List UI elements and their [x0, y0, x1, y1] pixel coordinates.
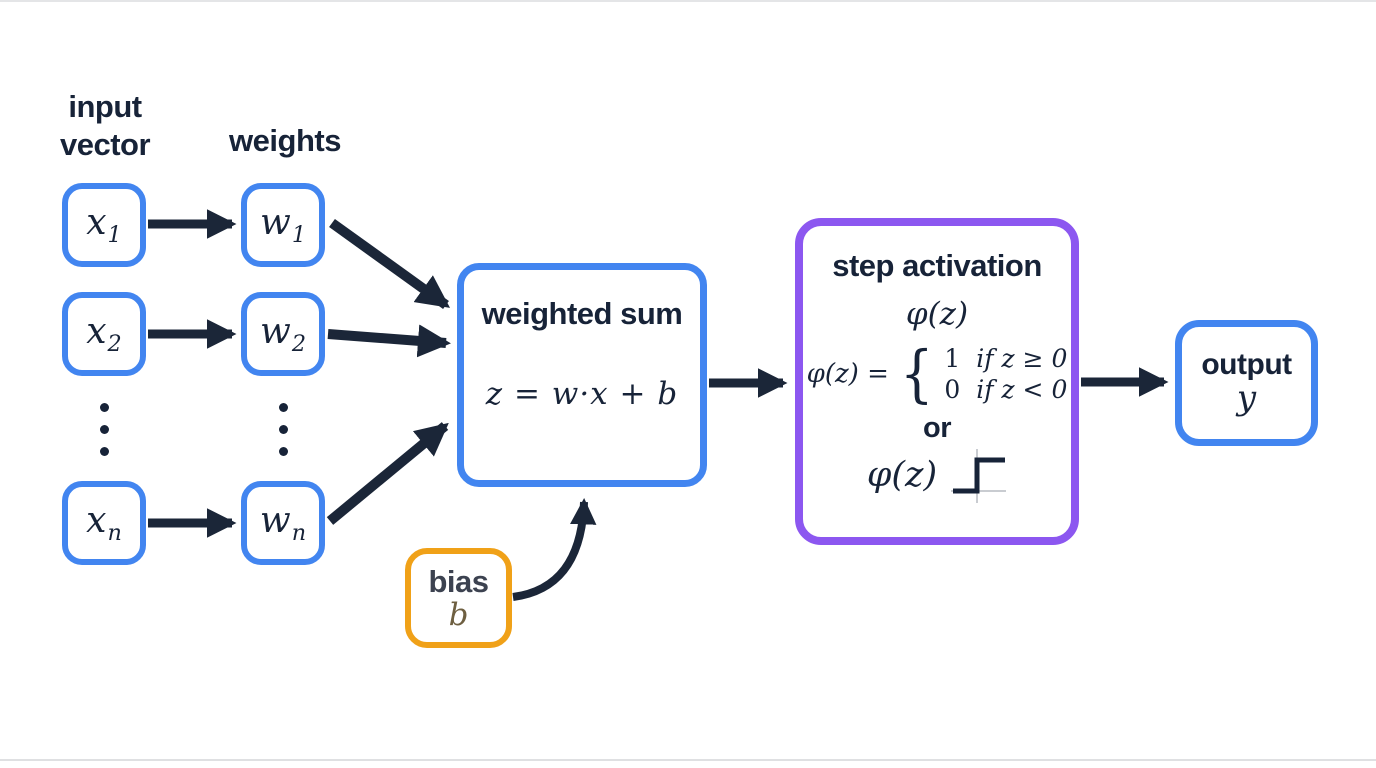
- input-vector-label-line2: vector: [59, 126, 151, 162]
- step-plot-row: φ(z): [867, 447, 1007, 503]
- activation-function-notation: φ(z): [905, 296, 969, 332]
- output-box: output y: [1175, 320, 1318, 446]
- weights-label: weights: [229, 123, 341, 158]
- input-x2-box: x2: [62, 292, 146, 376]
- step-function-icon: [951, 449, 1007, 503]
- weights-ellipsis-dots: [279, 403, 288, 456]
- dot: [100, 447, 109, 456]
- dot: [100, 425, 109, 434]
- input-x1-box: x1: [62, 183, 146, 267]
- weight-wn-box: wn: [241, 481, 325, 565]
- input-xn-label: xn: [86, 499, 122, 547]
- top-border-line: [0, 0, 1376, 2]
- weighted-sum-title: weighted sum: [481, 296, 683, 331]
- dot: [100, 403, 109, 412]
- piecewise-cases: 1 if z ≥ 0 0 if z < 0: [944, 344, 1067, 404]
- weight-w2-box: w2: [241, 292, 325, 376]
- output-symbol: y: [1236, 378, 1257, 419]
- piecewise-definition: φ(z) = { 1 if z ≥ 0 0 if z < 0: [806, 336, 1068, 410]
- weight-wn-label: wn: [259, 499, 307, 547]
- step-plot-label: φ(z): [866, 455, 938, 495]
- dot: [279, 447, 288, 456]
- weighted-sum-box: weighted sum z = w·x + b: [457, 263, 707, 487]
- piecewise-brace: {: [899, 336, 934, 410]
- input-xn-box: xn: [62, 481, 146, 565]
- bias-label: bias: [428, 563, 489, 599]
- dot: [279, 403, 288, 412]
- piecewise-case-2: 0 if z < 0: [944, 374, 1068, 404]
- weighted-sum-formula: z = w·x + b: [485, 376, 679, 412]
- weight-w2-label: w2: [259, 310, 307, 358]
- weight-w1-box: w1: [241, 183, 325, 267]
- input-x1-label: x1: [86, 201, 122, 249]
- arrow-w1-to-sum: [329, 218, 451, 310]
- step-activation-title: step activation: [832, 248, 1042, 283]
- dot: [279, 425, 288, 434]
- input-vector-label-line1: input: [68, 89, 142, 124]
- arrow-w2-to-sum: [327, 324, 451, 358]
- input-x2-label: x2: [86, 310, 122, 358]
- piecewise-lhs: φ(z) =: [806, 359, 889, 389]
- bias-symbol: b: [448, 597, 469, 634]
- step-activation-box: step activation φ(z) φ(z) = { 1 if z ≥ 0…: [795, 218, 1079, 545]
- or-label: or: [923, 412, 952, 444]
- piecewise-case-1: 1 if z ≥ 0: [944, 344, 1068, 373]
- arrow-bias-to-sum: [512, 498, 597, 601]
- input-ellipsis-dots: [100, 403, 109, 456]
- bias-box: bias b: [405, 548, 512, 648]
- input-vector-label: input vector: [30, 88, 180, 164]
- arrow-wn-to-sum: [326, 422, 449, 525]
- weight-w1-label: w1: [259, 201, 307, 249]
- bottom-border-line: [0, 759, 1376, 761]
- output-label: output: [1201, 347, 1292, 381]
